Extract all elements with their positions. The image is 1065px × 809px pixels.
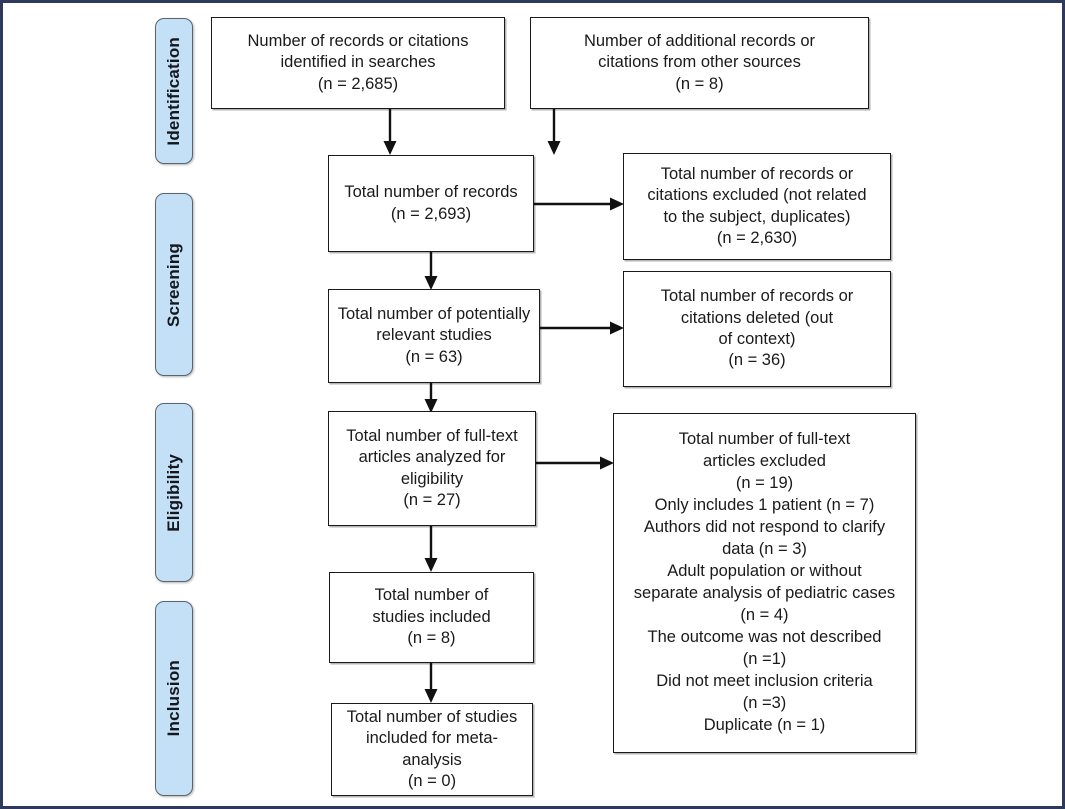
box-records-deleted: Total number of records or citations del… (623, 271, 891, 387)
box-records-identified: Number of records or citations identifie… (211, 17, 505, 109)
stage-pill-eligibility: Eligibility (155, 403, 193, 582)
box-studies-meta-analysis-text: Total number of studies included for met… (346, 707, 518, 790)
box-fulltext-assessed: Total number of full-text articles analy… (328, 411, 536, 526)
connector-total-records-to-excluded (534, 192, 626, 216)
stage-pill-inclusion: Inclusion (155, 601, 193, 796)
connector-relevant-to-deleted (540, 316, 626, 340)
box-potentially-relevant: Total number of potentially relevant stu… (328, 289, 540, 383)
box-records-excluded: Total number of records or citations exc… (623, 153, 891, 260)
stage-label-eligibility: Eligibility (164, 453, 183, 532)
box-additional-records-text: Number of additional records or citation… (583, 31, 816, 93)
connector-fulltext-to-included (419, 526, 443, 574)
connector-relevant-to-fulltext (419, 383, 443, 415)
box-studies-meta-analysis: Total number of studies included for met… (331, 703, 533, 796)
stage-label-identification: Identification (164, 36, 183, 146)
stage-label-inclusion: Inclusion (164, 660, 183, 737)
box-records-identified-text: Number of records or citations identifie… (247, 31, 469, 93)
box-records-excluded-text: Total number of records or citations exc… (647, 164, 867, 247)
box-total-records: Total number of records (n = 2,693) (328, 155, 534, 252)
box-records-deleted-text: Total number of records or citations del… (660, 287, 854, 370)
connector-total-records-to-relevant (419, 252, 443, 292)
stage-label-screening: Screening (164, 242, 183, 327)
stage-pill-identification: Identification (155, 18, 193, 164)
box-total-records-text: Total number of records (n = 2,693) (344, 183, 518, 223)
stage-pill-screening: Screening (155, 193, 193, 376)
connector-included-to-meta (419, 663, 443, 705)
connector-records-identified-to-total (378, 109, 402, 157)
box-potentially-relevant-text: Total number of potentially relevant stu… (337, 304, 531, 366)
box-additional-records: Number of additional records or citation… (530, 17, 869, 109)
box-studies-included: Total number of studies included (n = 8) (329, 572, 534, 663)
connector-fulltext-to-excluded (536, 451, 616, 475)
box-fulltext-excluded: Total number of full-text articles exclu… (613, 413, 916, 753)
box-studies-included-text: Total number of studies included (n = 8) (372, 586, 491, 648)
box-fulltext-excluded-text: Total number of full-text articles exclu… (633, 430, 896, 734)
box-fulltext-assessed-text: Total number of full-text articles analy… (346, 426, 518, 509)
connector-additional-records-to-total (542, 109, 566, 157)
